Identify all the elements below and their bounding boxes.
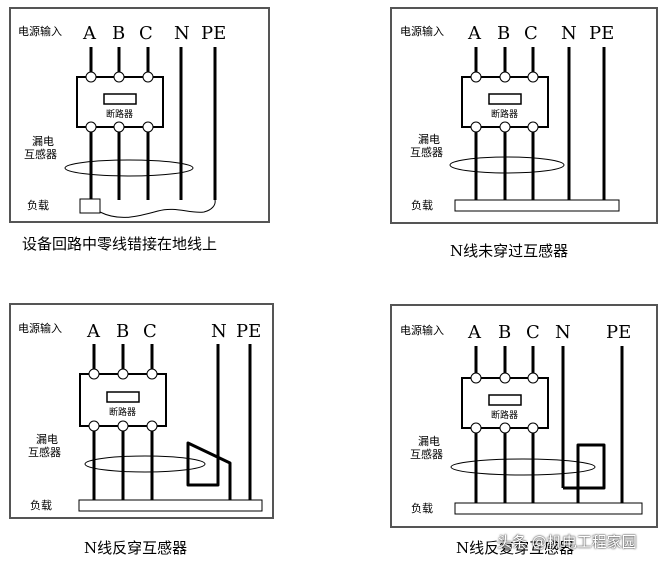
panel-border [390,7,658,224]
rcd-label-line1: 漏电 [418,435,440,448]
rcd-label-line2: 互感器 [24,148,57,161]
power-input-label: 电源输入 [400,323,444,337]
phase-c-label: C [139,23,153,44]
terminal [113,71,125,83]
panel-border [9,7,270,223]
power-input-label: 电源输入 [400,24,444,38]
rcd-label-line1: 漏电 [36,433,58,446]
terminal [117,368,129,380]
phase-a-label: A [467,23,482,44]
caption-panel-2: N线未穿过互感器 [450,242,568,260]
phase-a-label: A [467,322,482,343]
breaker-box [461,76,549,128]
load-bar [78,499,263,512]
pe-label: PE [589,23,614,44]
watermark: 头条 @机电工程家园 [497,533,637,551]
rcd-label-line2: 互感器 [28,446,61,459]
neutral-label: N [561,23,577,44]
power-input-label: 电源输入 [18,321,62,335]
current-transformer-ring [449,156,565,174]
terminal [527,372,539,384]
terminal [499,71,511,83]
terminal [146,368,158,380]
breaker-window [488,93,522,105]
load-box [79,198,101,214]
terminal [499,372,511,384]
current-transformer-ring [84,455,206,473]
terminal [85,71,97,83]
current-transformer-ring [64,159,194,177]
terminal [527,422,539,434]
load-label: 负载 [27,198,49,212]
phase-b-label: B [498,322,511,343]
rcd-label-line1: 漏电 [418,133,440,146]
terminal [88,368,100,380]
terminal [117,420,129,432]
phase-b-label: B [112,23,125,44]
load-label: 负载 [411,501,433,515]
terminal [470,71,482,83]
breaker-box [79,373,167,427]
terminal [499,422,511,434]
rcd-label-line2: 互感器 [410,146,443,159]
breaker-label: 断路器 [109,406,136,418]
caption-panel-4: N线反复穿互感器 [456,539,574,557]
load-label: 负载 [30,498,52,512]
terminal [88,420,100,432]
panel-4: 电源输入 A B C N PE 断路器 漏电 互感器 负载 [390,304,658,528]
panel-border [390,304,658,528]
rcd-label-line2: 互感器 [410,448,443,461]
terminal [470,422,482,434]
terminal [470,121,482,133]
terminal [146,420,158,432]
wire-neutral-loop [563,443,606,503]
breaker-label: 断路器 [106,108,133,120]
neutral-label: N [555,322,571,343]
pe-label: PE [236,321,261,342]
terminal [470,372,482,384]
pe-label: PE [606,322,631,343]
breaker-label: 断路器 [491,409,518,421]
phase-a-label: A [86,321,101,342]
terminal [113,121,125,133]
power-input-label: 电源输入 [18,24,62,38]
terminal [527,121,539,133]
breaker-window [488,394,522,406]
breaker-window [106,391,140,403]
miswired-neutral-curve [99,199,216,218]
neutral-label: N [174,23,190,44]
terminal [85,121,97,133]
phase-c-label: C [143,321,157,342]
caption-panel-3: N线反穿互感器 [84,539,187,557]
load-bar [454,502,643,515]
panel-2: 电源输入 A B C N PE 断路器 漏电 互感器 负载 [390,7,658,224]
terminal [142,71,154,83]
terminal [142,121,154,133]
breaker-box [461,377,549,429]
panel-1: 电源输入 A B C N PE 断路器 漏电 互感器 负载 [9,7,270,223]
panel-border [9,303,274,519]
panel-3: 电源输入 A B C N PE 断路器 漏电 互感器 负载 [9,303,274,519]
load-bar [454,199,620,212]
phase-a-label: A [82,23,97,44]
wire-neutral-reversed [186,344,232,500]
phase-c-label: C [526,322,540,343]
breaker-window [103,93,137,105]
rcd-label-line1: 漏电 [32,135,54,148]
pe-label: PE [201,23,226,44]
load-label: 负载 [411,198,433,212]
caption-panel-1: 设备回路中零线错接在地线上 [22,235,217,253]
breaker-label: 断路器 [491,108,518,120]
terminal [499,121,511,133]
neutral-label: N [211,321,227,342]
phase-b-label: B [116,321,129,342]
phase-b-label: B [497,23,510,44]
terminal [527,71,539,83]
phase-c-label: C [524,23,538,44]
current-transformer-ring [450,458,596,476]
